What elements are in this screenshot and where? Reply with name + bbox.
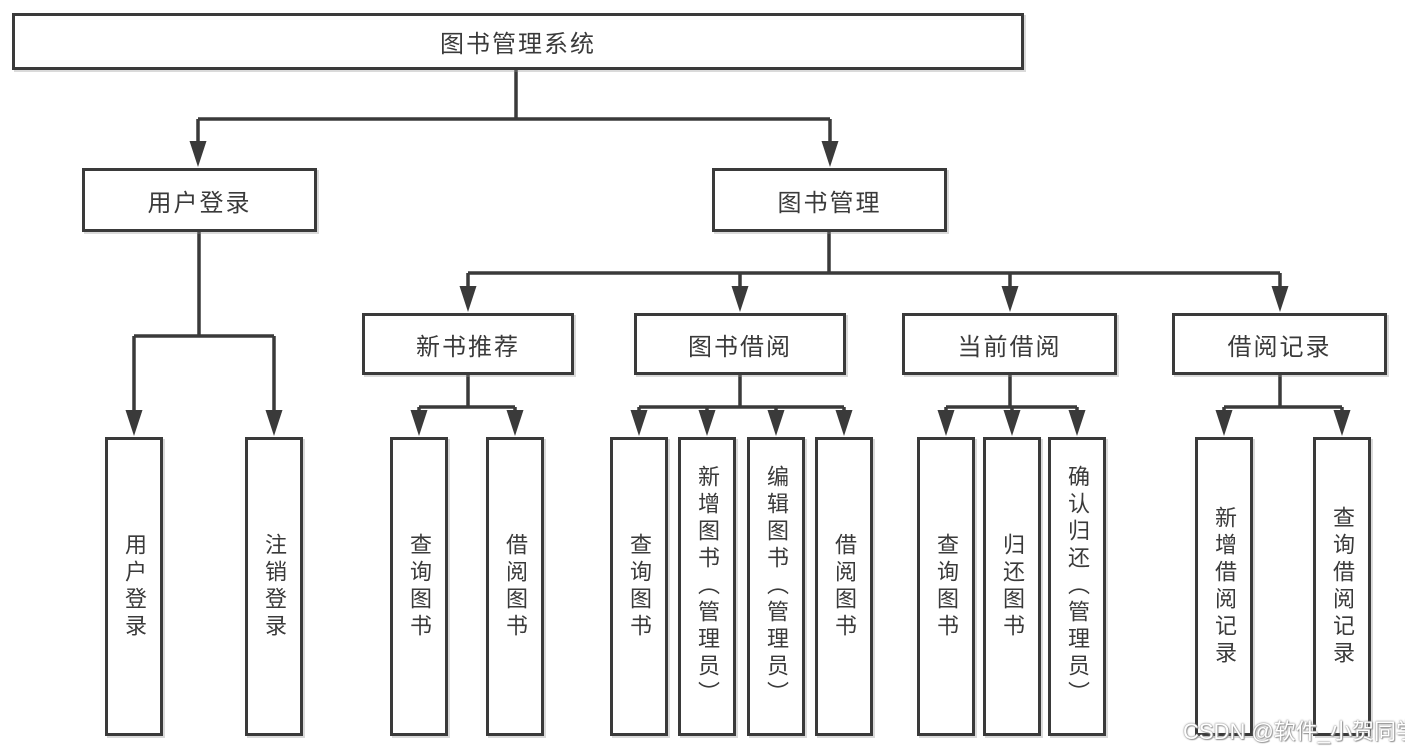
leaf-return-books: 归还图书 [983, 437, 1041, 736]
node-book-mgmt: 图书管理 [712, 168, 947, 232]
node-borrow-records: 借阅记录 [1172, 313, 1387, 375]
connector-book-mgmt-sections [459, 232, 1289, 312]
leaf-confirm-return-admin: 确认归还（管理员） [1048, 437, 1106, 736]
leaf-query-borrow-record: 查询借阅记录 [1313, 437, 1371, 736]
node-new-books: 新书推荐 [362, 313, 574, 375]
connector-user-login-children [125, 232, 283, 436]
node-root-title: 图书管理系统 [12, 13, 1024, 70]
leaf-add-books-admin: 新增图书（管理员） [678, 437, 736, 736]
connector-root-to-level2 [189, 70, 839, 167]
connector-book-borrow-children [630, 375, 853, 436]
csdn-watermark: CSDN @软件_小贺同学 [1183, 719, 1405, 744]
leaf-edit-books-admin: 编辑图书（管理员） [747, 437, 805, 736]
leaf-add-borrow-record: 新增借阅记录 [1195, 437, 1253, 736]
connector-borrow-records-children [1215, 375, 1351, 436]
node-current-borrow: 当前借阅 [902, 313, 1117, 375]
leaf-logout: 注销登录 [245, 437, 303, 736]
leaf-query-books-current: 查询图书 [917, 437, 975, 736]
connector-new-books-children [410, 375, 524, 436]
leaf-query-books-newbooks: 查询图书 [390, 437, 448, 736]
leaf-user-login: 用户登录 [105, 437, 163, 736]
node-book-borrow: 图书借阅 [634, 313, 846, 375]
leaf-borrow-books-borrow: 借阅图书 [815, 437, 873, 736]
connector-current-borrow-children [937, 375, 1086, 436]
node-user-login: 用户登录 [82, 168, 317, 232]
leaf-borrow-books-newbooks: 借阅图书 [486, 437, 544, 736]
leaf-query-books-borrow: 查询图书 [610, 437, 668, 736]
